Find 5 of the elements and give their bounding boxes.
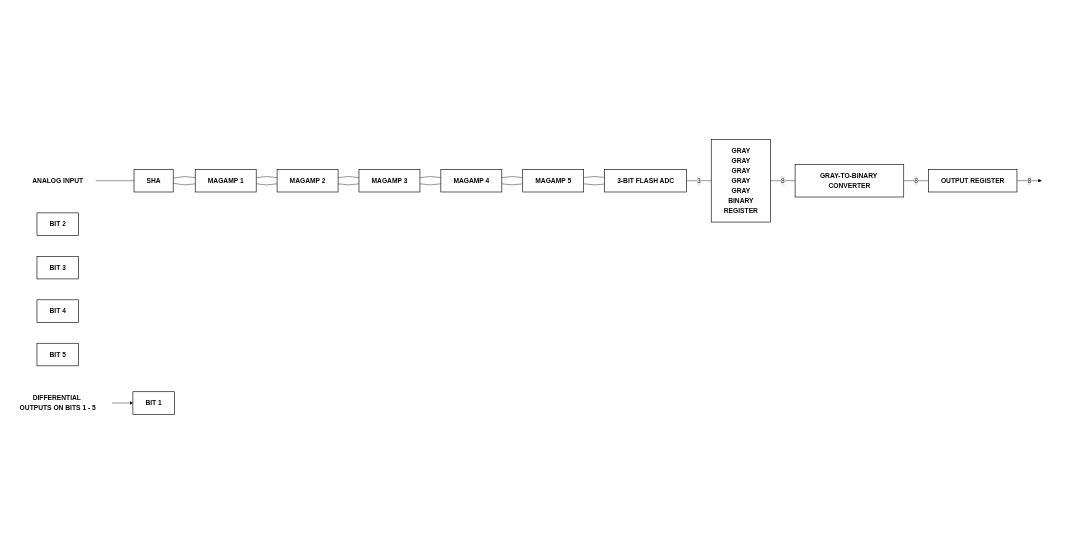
connector — [583, 183, 605, 186]
connector — [770, 180, 796, 182]
connector — [501, 183, 523, 186]
connector — [501, 176, 523, 178]
connector — [583, 176, 605, 178]
